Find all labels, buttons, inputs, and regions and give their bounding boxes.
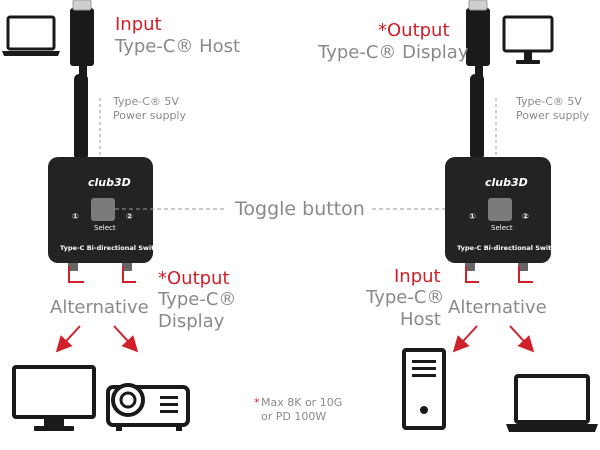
right-power-line1: Type-C® 5V [516, 95, 582, 108]
right-select-label: Select [491, 224, 513, 232]
left-display-line2: Display [158, 311, 225, 332]
left-host-label: Type-C® Host [115, 36, 241, 57]
left-port-2-label: ② [126, 212, 133, 221]
left-monitor-icon [12, 365, 96, 431]
left-usb-c-cable [70, 0, 94, 160]
right-input-label: Input [394, 266, 441, 287]
projector-icon [106, 383, 190, 431]
right-usb-c-cable [466, 0, 490, 160]
left-arrow-projector [113, 325, 139, 353]
footnote-line1: Max 8K or 10G [261, 396, 343, 409]
footnote-line2: or PD 100W [261, 410, 327, 423]
right-switch-name: Type-C Bi-directional Switch [457, 244, 560, 252]
right-arrow-pc [452, 325, 478, 353]
right-port-2-label: ② [522, 212, 529, 221]
pc-tower-icon [402, 348, 446, 430]
left-output-label: *Output [158, 268, 230, 289]
right-monitor-top-icon [502, 15, 554, 64]
left-bracket-1 [68, 266, 84, 283]
right-select-button [488, 198, 512, 221]
left-power-line1: Type-C® 5V [113, 95, 179, 108]
right-laptop-icon [506, 374, 598, 432]
toggle-button-label: Toggle button [235, 198, 365, 220]
left-laptop-icon [2, 15, 60, 56]
left-alternative-label: Alternative [50, 297, 149, 318]
left-switch-logo: club3D [88, 176, 131, 189]
right-bracket-2 [518, 266, 533, 283]
left-display-line1: Type-C® [158, 289, 237, 310]
left-ports [68, 263, 132, 271]
right-display-label: Type-C® Display [318, 42, 469, 63]
right-arrow-laptop [509, 325, 535, 353]
left-power-line2: Power supply [113, 109, 186, 122]
right-port-1-label: ① [469, 212, 476, 221]
right-output-label: *Output [378, 20, 450, 41]
left-select-button [91, 198, 115, 221]
right-host-line2: Host [400, 309, 441, 330]
right-alternative-label: Alternative [448, 297, 547, 318]
footnote-star: * [254, 396, 260, 409]
left-switch-name: Type-C Bi-directional Switch [60, 244, 163, 252]
right-power-line2: Power supply [516, 109, 589, 122]
left-port-1-label: ① [72, 212, 79, 221]
right-bracket-1 [465, 266, 479, 283]
left-select-label: Select [94, 224, 116, 232]
left-bracket-2 [122, 266, 136, 283]
right-switch-logo: club3D [485, 176, 528, 189]
right-ports [465, 263, 528, 271]
left-input-label: Input [115, 14, 162, 35]
right-host-line1: Type-C® [366, 287, 445, 308]
left-arrow-monitor [55, 325, 81, 353]
